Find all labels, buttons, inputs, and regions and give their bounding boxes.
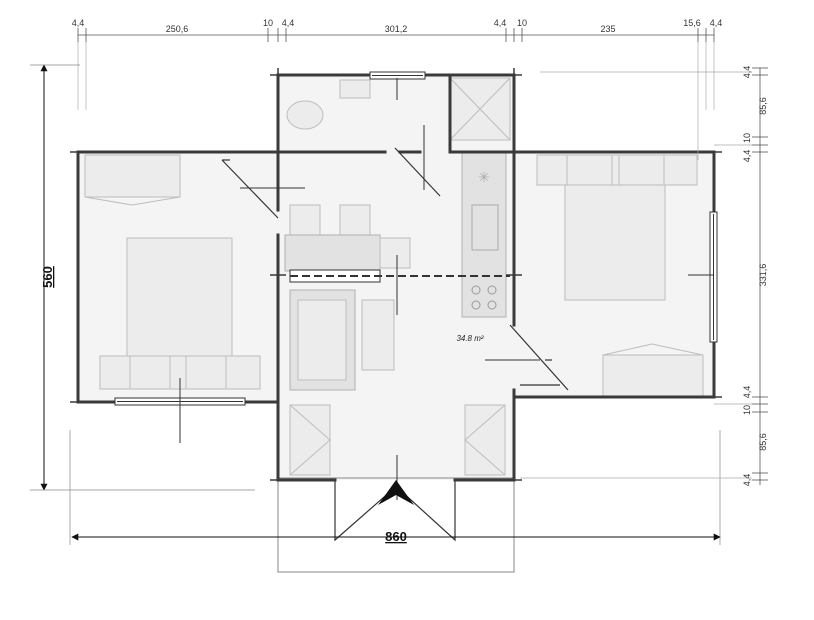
dim-right-7: 10: [742, 405, 752, 415]
wall-stubs: [70, 68, 722, 481]
dim-top-6: 4,4: [494, 18, 507, 28]
dim-right-5: 331,6: [758, 264, 768, 287]
dim-right-9: 4,4: [742, 474, 752, 487]
bottom-dimension: 860: [71, 529, 721, 544]
dim-top-2: 250,6: [166, 24, 189, 34]
terrace-outline: [69, 430, 721, 573]
dim-right-2: 85,6: [758, 97, 768, 115]
right-dimension-chain: 4,4 85,6 10 4,4 331,6 4,4 10 85,6 4,4: [520, 66, 768, 487]
dim-top-9: 15,6: [683, 18, 701, 28]
dining-table: [284, 234, 381, 272]
dim-right-4: 4,4: [742, 150, 752, 163]
area-label: 34.8 m²: [456, 334, 483, 343]
dim-right-6: 4,4: [742, 386, 752, 399]
toilet: [286, 100, 324, 130]
dim-right-1: 4,4: [742, 66, 752, 79]
dim-left-total: 560: [40, 266, 55, 288]
walls: [76, 73, 716, 482]
dim-top-8: 235: [600, 24, 615, 34]
dim-right-3: 10: [742, 133, 752, 143]
left-bedroom-furniture: [84, 154, 261, 390]
dim-top-10: 4,4: [710, 18, 723, 28]
svg-text:✳: ✳: [478, 170, 490, 186]
right-bedroom-furniture: [536, 154, 704, 398]
double-bed: [126, 237, 233, 359]
dim-top-4: 4,4: [282, 18, 295, 28]
dim-top-1: 4,4: [72, 18, 85, 28]
left-dimension: 560: [30, 64, 255, 491]
coffee-table: [361, 299, 395, 371]
dim-top-7: 10: [517, 18, 527, 28]
sink: [339, 79, 371, 99]
dim-right-8: 85,6: [758, 433, 768, 451]
dim-top-3: 10: [263, 18, 273, 28]
bathroom-furniture: [286, 77, 511, 141]
doors: [221, 147, 569, 391]
top-dimension-chain: 4,4 250,6 10 4,4 301,2 4,4 10 235 15,6 4…: [72, 18, 723, 160]
entrance-storage: [289, 404, 506, 476]
double-bed: [564, 184, 666, 301]
living-furniture: ✳: [284, 151, 507, 391]
dim-bottom-total: 860: [385, 529, 407, 544]
dim-top-5: 301,2: [385, 24, 408, 34]
